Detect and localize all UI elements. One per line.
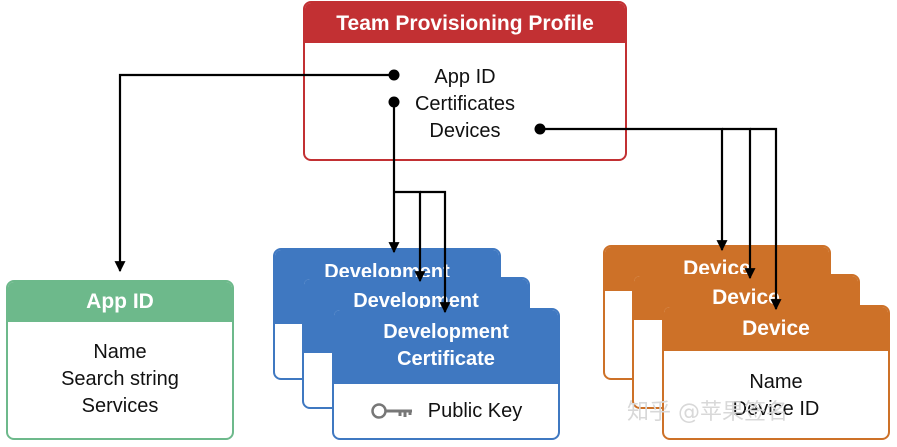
app-id-box: App ID Name Search string Services — [6, 280, 234, 440]
app-id-title: App ID — [8, 282, 232, 322]
device-fields: Name Device ID — [664, 351, 888, 423]
profile-item-certificates: Certificates — [414, 93, 516, 115]
arrow-app-id — [114, 73, 394, 273]
certificate-title-line1: Development — [383, 321, 509, 343]
device-field-device-id: Device ID — [732, 398, 820, 420]
connector-dot-app-id — [388, 69, 400, 81]
key-icon — [371, 403, 412, 419]
arrow-device-3 — [750, 127, 782, 311]
profile-item-app-id: App ID — [434, 66, 496, 88]
connector-dot-devices — [534, 123, 546, 135]
device-box-front: Device Name Device ID — [662, 305, 890, 440]
arrow-certificate-3 — [420, 190, 451, 314]
profile-item-devices: Devices — [429, 120, 501, 142]
connector-dot-certificates — [388, 96, 400, 108]
certificate-title-line2: Certificate — [397, 348, 495, 370]
team-provisioning-profile-box: Team Provisioning Profile App ID Certifi… — [303, 1, 627, 161]
certificate-box-front: Development Certificate Public Key — [332, 308, 560, 440]
certificate-field-public-key: Public Key — [427, 399, 523, 422]
arrow-device-2 — [722, 127, 756, 280]
profile-title: Team Provisioning Profile — [305, 3, 625, 43]
app-id-field-services: Services — [81, 395, 159, 417]
app-id-field-search-string: Search string — [61, 368, 179, 390]
device-field-name: Name — [749, 371, 803, 393]
app-id-field-name: Name — [93, 341, 147, 363]
certificate-fields: Public Key — [334, 384, 558, 438]
arrow-certificate-2 — [394, 190, 426, 283]
certificate-title: Development Certificate — [334, 310, 558, 384]
app-id-fields: Name Search string Services — [8, 322, 232, 420]
profile-fields: App ID Certificates Devices — [385, 43, 545, 145]
device-title: Device — [664, 307, 888, 351]
arrow-device-1 — [540, 127, 728, 252]
watermark-text: 知乎 @苹果签名 — [627, 400, 788, 425]
